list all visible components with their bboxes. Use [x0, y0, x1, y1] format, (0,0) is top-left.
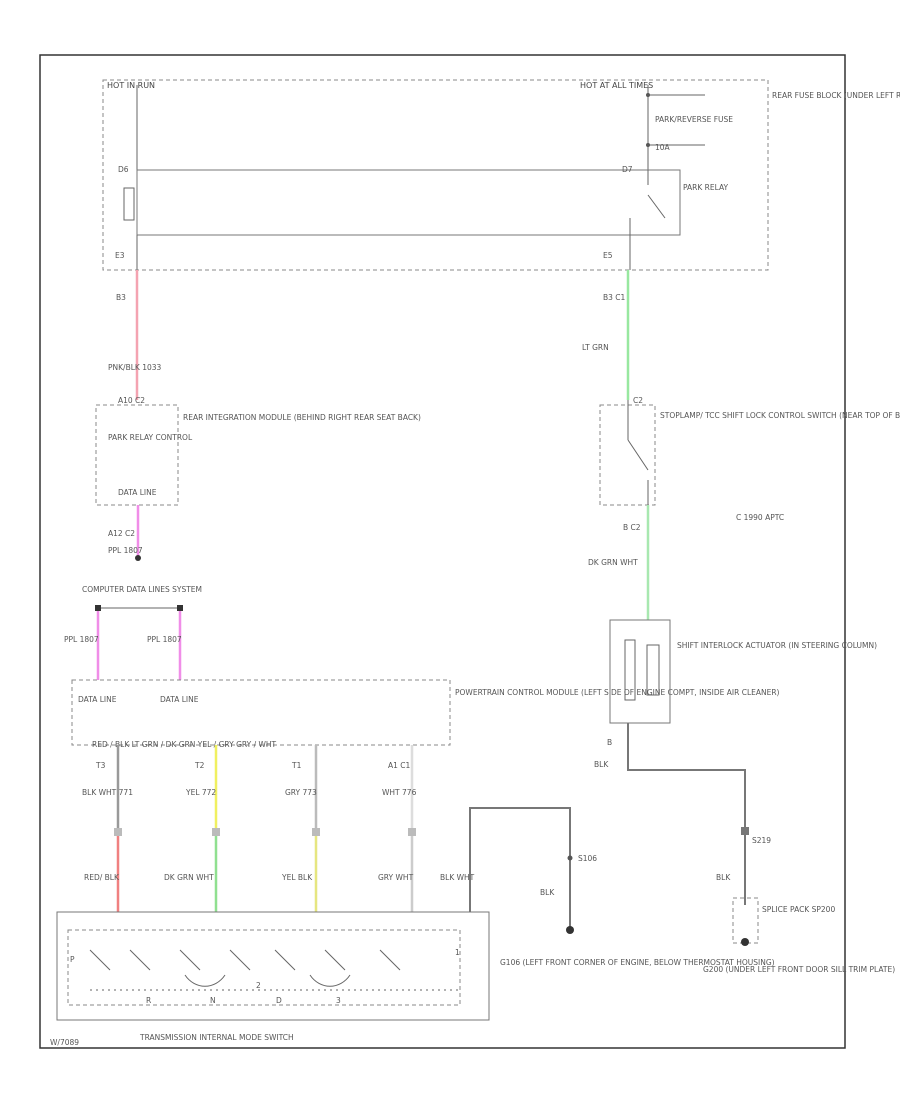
pin-b-label: B — [607, 738, 612, 747]
pcm-data-line-2: DATA LINE — [160, 695, 199, 704]
pin-b3-c1-label: B3 C1 — [603, 293, 626, 302]
wire-blk-g200 — [627, 723, 746, 905]
stoplamp-switch-label: STOPLAMP/ TCC SHIFT LOCK CONTROL SWITCH … — [660, 411, 900, 420]
wire-lower-1-label: RED/ BLK — [84, 873, 120, 882]
actuator-coil — [624, 639, 636, 701]
rim-label: REAR INTEGRATION MODULE (BEHIND RIGHT RE… — [183, 413, 421, 422]
pcm-pin-t1: T1 — [291, 761, 302, 770]
hot-in-run-label: HOT IN RUN — [107, 81, 155, 90]
copyright-label: C 1990 APTC — [736, 513, 784, 522]
wire-upper-4-label: WHT 776 — [382, 788, 417, 797]
s106-label: S106 — [578, 854, 597, 863]
tr-pos-2: 2 — [256, 981, 261, 990]
park-relay-control-label: PARK RELAY CONTROL — [108, 433, 193, 442]
tr-pos-1: 1 — [455, 948, 460, 957]
stoplamp-contact — [627, 439, 649, 471]
wire-blk-g106 — [469, 807, 571, 930]
park-reverse-fuse-label: PARK/REVERSE FUSE — [655, 115, 733, 124]
wire-lower-2-label: DK GRN WHT — [164, 873, 214, 882]
rim-pin-label: A10 C2 — [118, 396, 145, 405]
shift-interlock-label: SHIFT INTERLOCK ACTUATOR (IN STEERING CO… — [677, 641, 877, 650]
g106-label: G106 (LEFT FRONT CORNER OF ENGINE, BELOW… — [500, 958, 775, 967]
wire-blk-s219-label: BLK — [716, 873, 731, 882]
park-relay-label: PARK RELAY — [683, 183, 729, 192]
tr-pos-3: 3 — [336, 996, 341, 1005]
wire-lower-3-label: YEL BLK — [281, 873, 313, 882]
relay-coil — [123, 187, 135, 221]
actuator-plunger — [646, 644, 660, 696]
splice-pack-label: SPLICE PACK SP200 — [762, 905, 835, 914]
rear-fuse-block-outline — [102, 79, 769, 271]
tr-pos-d: D — [276, 996, 282, 1005]
stoplamp-pin-label: C2 — [633, 396, 643, 405]
transmission-mode-switch-inner — [67, 929, 461, 1006]
figure-id: W/7089 — [50, 1038, 79, 1047]
wire-ppl-left-label: PPL 1807 — [64, 635, 99, 644]
wire-upper-1-label: BLK WHT 771 — [82, 788, 133, 797]
wire-ppl-right-label: PPL 1807 — [147, 635, 182, 644]
switch-contacts — [89, 949, 460, 991]
s219-label: S219 — [752, 836, 771, 845]
pcm-outline — [71, 679, 451, 746]
shift-interlock-actuator-box — [609, 619, 671, 724]
relay-pin-right: D7 — [622, 165, 633, 174]
wire-lower-4-label: GRY WHT — [378, 873, 414, 882]
conn-right-label: E5 — [603, 251, 613, 260]
wire-lower-5-label: BLK WHT — [440, 873, 475, 882]
wire-lt-grn-label: LT GRN — [582, 343, 609, 352]
pcm-pin-t3: T3 — [95, 761, 106, 770]
pcm-signals-label: RED / BLK LT GRN / DK GRN YEL / GRY GRY … — [92, 740, 277, 749]
wire-upper-2-label: YEL 772 — [185, 788, 216, 797]
tr-pos-n: N — [210, 996, 216, 1005]
computer-data-lines-label: COMPUTER DATA LINES SYSTEM — [82, 585, 202, 594]
wire-ppl-rim-label: PPL 1807 — [108, 546, 143, 555]
pcm-label: POWERTRAIN CONTROL MODULE (LEFT SIDE OF … — [455, 688, 780, 697]
rear-fuse-block-label: REAR FUSE BLOCK (UNDER LEFT REAR SEAT) — [772, 91, 900, 100]
tr-switch-label: TRANSMISSION INTERNAL MODE SWITCH — [139, 1033, 294, 1042]
tr-pos-r: R — [146, 996, 151, 1005]
stoplamp-pin2-label: B C2 — [623, 523, 641, 532]
wire-blk-right-label: BLK — [594, 760, 609, 769]
diagram-frame — [39, 54, 846, 1049]
transmission-mode-switch-box — [56, 911, 490, 1021]
hot-at-all-times-label: HOT AT ALL TIMES — [580, 81, 653, 90]
relay-switch-contact — [647, 194, 666, 219]
fuse-amps-label: 10A — [655, 143, 671, 152]
pcm-pin-t2: T2 — [194, 761, 205, 770]
park-relay-box — [136, 169, 681, 236]
tr-pos-p: P — [70, 955, 75, 964]
relay-pin-left: D6 — [118, 165, 129, 174]
rim-data-line-label: DATA LINE — [118, 488, 157, 497]
wire-upper-3-label: GRY 773 — [285, 788, 317, 797]
pcm-pin-a1c1: A1 C1 — [388, 761, 411, 770]
rim-data-pin-label: A12 C2 — [108, 529, 135, 538]
wire-pnk-blk-label: PNK/BLK 1033 — [108, 363, 162, 372]
wire-blk-s106-label: BLK — [540, 888, 555, 897]
pin-b3-label: B3 — [116, 293, 126, 302]
conn-left-label: E3 — [115, 251, 125, 260]
g200-label: G200 (UNDER LEFT FRONT DOOR SILL TRIM PL… — [703, 965, 895, 974]
wire-dk-grn-wht-right-label: DK GRN WHT — [588, 558, 638, 567]
stoplamp-switch-outline — [599, 404, 656, 506]
pcm-data-line-1: DATA LINE — [78, 695, 117, 704]
